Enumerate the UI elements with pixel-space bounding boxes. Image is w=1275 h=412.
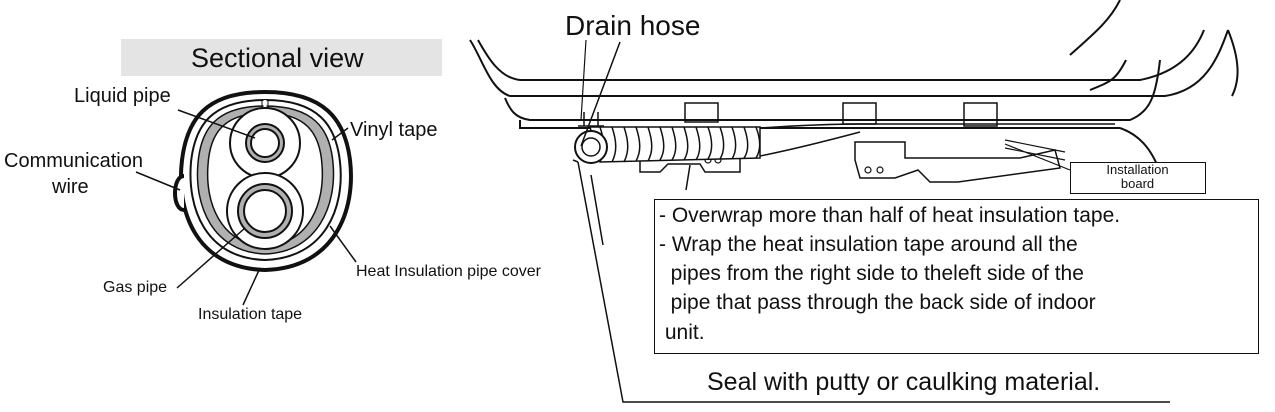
seal-instruction: Seal with putty or caulking material. [707,368,1101,396]
wrapping-instructions-box: - Overwrap more than half of heat insula… [654,199,1259,354]
heat-insulation-pipe-cover-label: Heat Insulation pipe cover [356,263,541,280]
drain-hose-leader-2 [580,39,587,121]
instruction-line: unit. [659,321,705,344]
instruction-line: pipes from the right side to theleft sid… [659,262,1084,285]
vinyl-tape-label: Vinyl tape [350,119,438,141]
indoor-unit-outline [469,0,1239,183]
instruction-line: - Wrap the heat insulation tape around a… [659,233,1078,256]
drain-hose-leader [580,41,621,147]
installation-board-leader [1004,143,1071,171]
gas-pipe-label: Gas pipe [103,279,168,296]
sectional-view-title-bg [121,39,442,76]
sectional-leaders [135,109,357,306]
liquid-pipe-label: Liquid pipe [74,85,171,107]
sectional-view-title: Sectional view [191,43,364,73]
installation-board-label-line1: Installation [1106,162,1169,177]
communication-wire-label-line1: Communication [4,150,143,172]
drain-hose-shape [589,123,1115,163]
pipe-cross-section [173,89,353,273]
instruction-line: pipe that pass through the back side of … [659,291,1096,314]
drain-hose-label: Drain hose [565,10,701,41]
installation-board-box: Installation board [1070,162,1206,194]
installation-board-label-line2: board [1120,176,1155,191]
communication-wire-label-line2: wire [52,176,89,198]
seal-leader [577,161,1170,403]
insulation-tape-label: Insulation tape [198,306,303,323]
communication-wire-shape [173,174,185,212]
wall-lines [590,164,691,246]
instruction-line: - Overwrap more than half of heat insula… [659,204,1121,227]
